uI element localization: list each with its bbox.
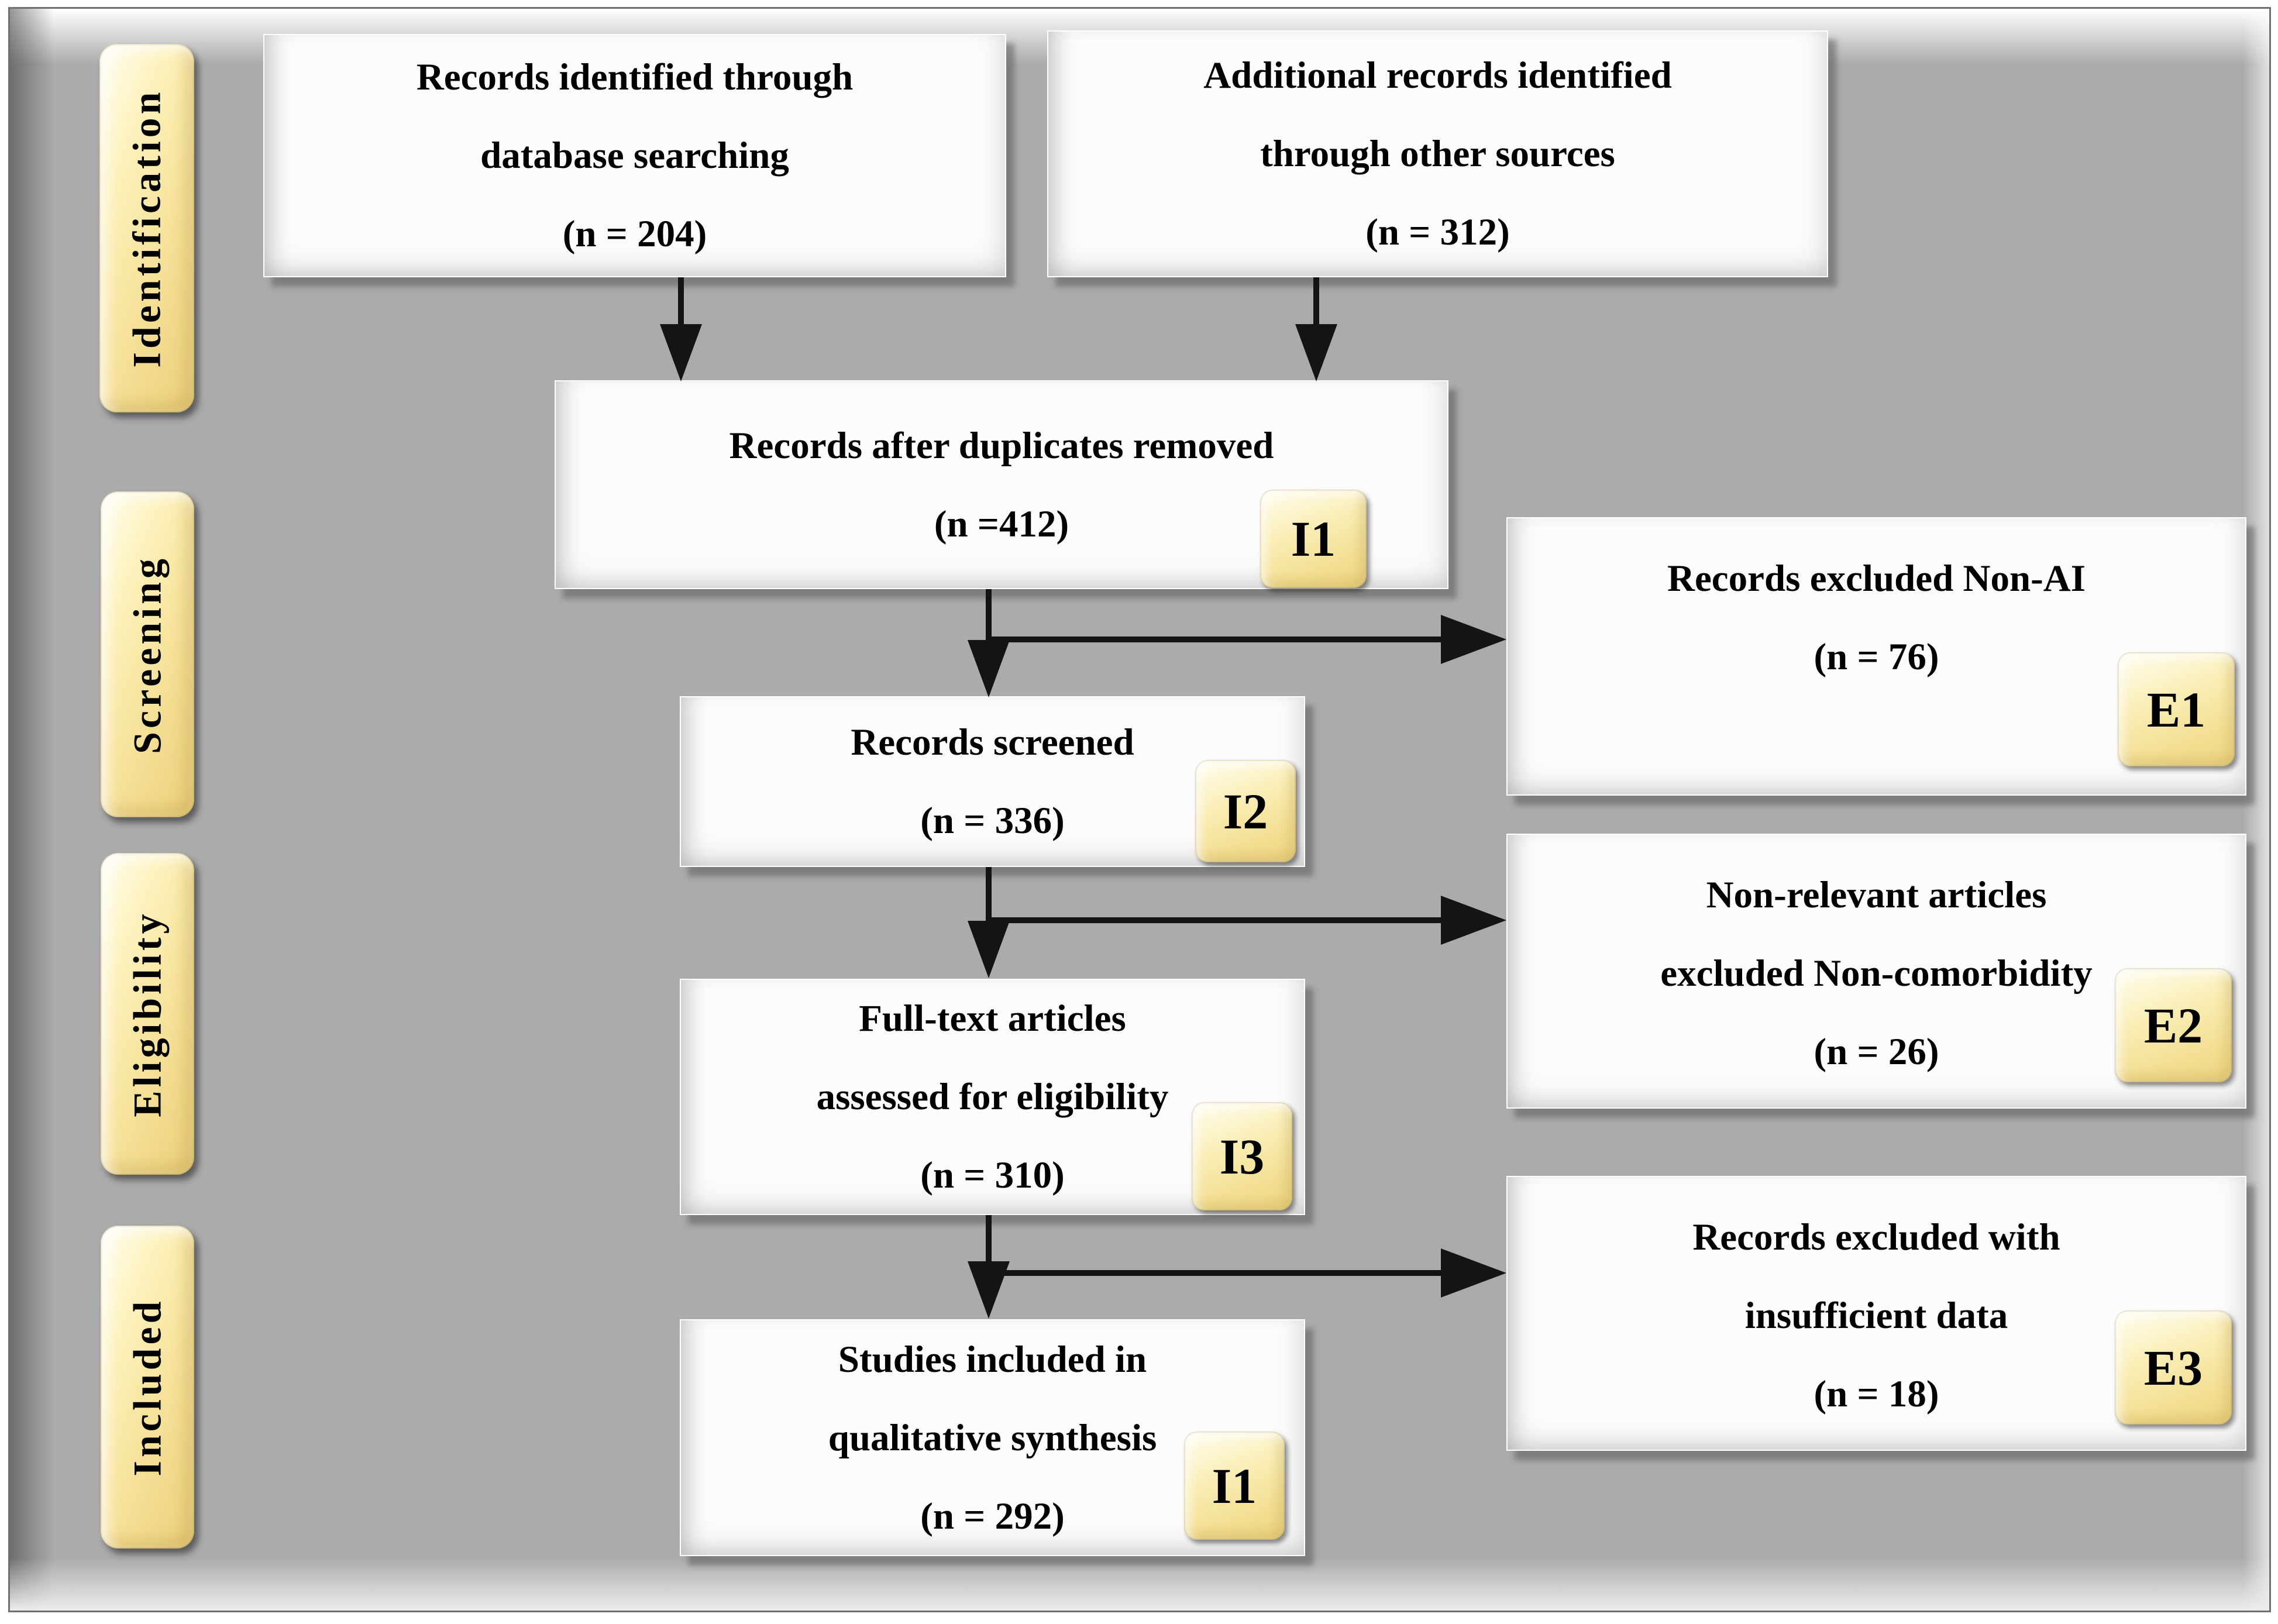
box-studies-included: Studies included in qualitative synthesi… xyxy=(680,1319,1305,1556)
box-fulltext-assessed: Full-text articles assessed for eligibil… xyxy=(680,979,1305,1215)
box-text-line: Records screened xyxy=(851,721,1134,763)
frame-bevel-left xyxy=(10,9,54,1611)
box-n-value: (n = 336) xyxy=(920,800,1065,842)
arrow-screened-to-fulltext-head xyxy=(968,921,1010,978)
stage-label-identification: Identification xyxy=(99,44,194,412)
badge-e2: E2 xyxy=(2115,968,2232,1082)
box-n-value: (n = 292) xyxy=(920,1495,1065,1537)
box-additional-records: Additional records identified through ot… xyxy=(1047,30,1828,277)
box-n-value: (n = 76) xyxy=(1814,636,1939,678)
box-text-line: Studies included in xyxy=(838,1338,1147,1381)
arrow-screened-to-fulltext-line xyxy=(986,867,992,923)
frame-bevel-bottom xyxy=(10,1558,2269,1611)
badge-i2-screened: I2 xyxy=(1195,760,1296,862)
box-n-value: (n = 310) xyxy=(920,1154,1065,1196)
box-text-line: Non-relevant articles xyxy=(1706,874,2047,916)
stage-label-screening: Screening xyxy=(101,491,194,817)
box-records-screened: Records screened (n = 336) I2 xyxy=(680,696,1305,867)
arrow-branch-e1-head xyxy=(1441,615,1506,664)
arrow-other-to-duplicates-head xyxy=(1295,324,1337,381)
box-text-line: Additional records identified xyxy=(1203,54,1672,97)
box-n-value: (n =412) xyxy=(934,503,1069,545)
box-excluded-non-comorbidity: Non-relevant articles excluded Non-comor… xyxy=(1506,834,2246,1109)
stage-label-eligibility: Eligibility xyxy=(101,853,194,1175)
box-excluded-non-ai: Records excluded Non-AI (n = 76) E1 xyxy=(1506,517,2246,796)
arrow-branch-e1-line xyxy=(989,636,1442,642)
arrow-branch-e3-line xyxy=(989,1270,1442,1276)
box-text-line: excluded Non-comorbidity xyxy=(1660,952,2093,995)
box-excluded-insufficient-data: Records excluded with insufficient data … xyxy=(1506,1176,2246,1451)
arrow-fulltext-to-included-line xyxy=(986,1215,992,1265)
box-n-value: (n = 204) xyxy=(562,213,707,255)
box-text-line: through other sources xyxy=(1260,133,1615,175)
arrow-db-to-duplicates-line xyxy=(678,277,684,329)
stage-label-included: Included xyxy=(101,1226,194,1549)
stage-label-screening-text: Screening xyxy=(125,555,170,754)
badge-e3: E3 xyxy=(2115,1310,2232,1425)
stage-label-eligibility-text: Eligibility xyxy=(125,910,170,1117)
arrow-branch-e3-head xyxy=(1441,1248,1506,1298)
stage-label-identification-text: Identification xyxy=(124,88,169,368)
frame-bevel-right xyxy=(2243,9,2269,1611)
arrow-branch-e2-line xyxy=(989,917,1442,923)
arrow-branch-e2-head xyxy=(1441,896,1506,945)
box-text-line: Records after duplicates removed xyxy=(729,424,1274,467)
box-text-line: database searching xyxy=(480,135,789,177)
box-n-value: (n = 312) xyxy=(1365,211,1510,253)
box-text-line: qualitative synthesis xyxy=(828,1416,1157,1459)
stage-label-included-text: Included xyxy=(125,1298,170,1477)
badge-e1: E1 xyxy=(2118,652,2235,766)
box-text-line: Records identified through xyxy=(416,56,854,98)
box-text-line: insufficient data xyxy=(1744,1295,2008,1337)
arrow-duplicates-to-screened-head xyxy=(968,640,1010,697)
box-records-identified-database: Records identified through database sear… xyxy=(263,34,1006,277)
box-text-line: Full-text articles xyxy=(859,997,1126,1040)
box-n-value: (n = 26) xyxy=(1814,1031,1939,1073)
box-n-value: (n = 18) xyxy=(1814,1373,1939,1415)
arrow-duplicates-to-screened-line xyxy=(986,589,992,645)
badge-i3-fulltext: I3 xyxy=(1192,1102,1292,1210)
box-text-line: Records excluded with xyxy=(1692,1216,2060,1258)
arrow-other-to-duplicates-line xyxy=(1313,277,1319,329)
badge-i1-duplicates: I1 xyxy=(1260,490,1367,588)
arrow-db-to-duplicates-head xyxy=(660,324,702,381)
box-text-line: Records excluded Non-AI xyxy=(1667,558,2086,600)
box-duplicates-removed: Records after duplicates removed (n =412… xyxy=(555,380,1448,589)
box-text-line: assessed for eligibility xyxy=(816,1076,1169,1118)
badge-i1-included: I1 xyxy=(1184,1432,1285,1540)
